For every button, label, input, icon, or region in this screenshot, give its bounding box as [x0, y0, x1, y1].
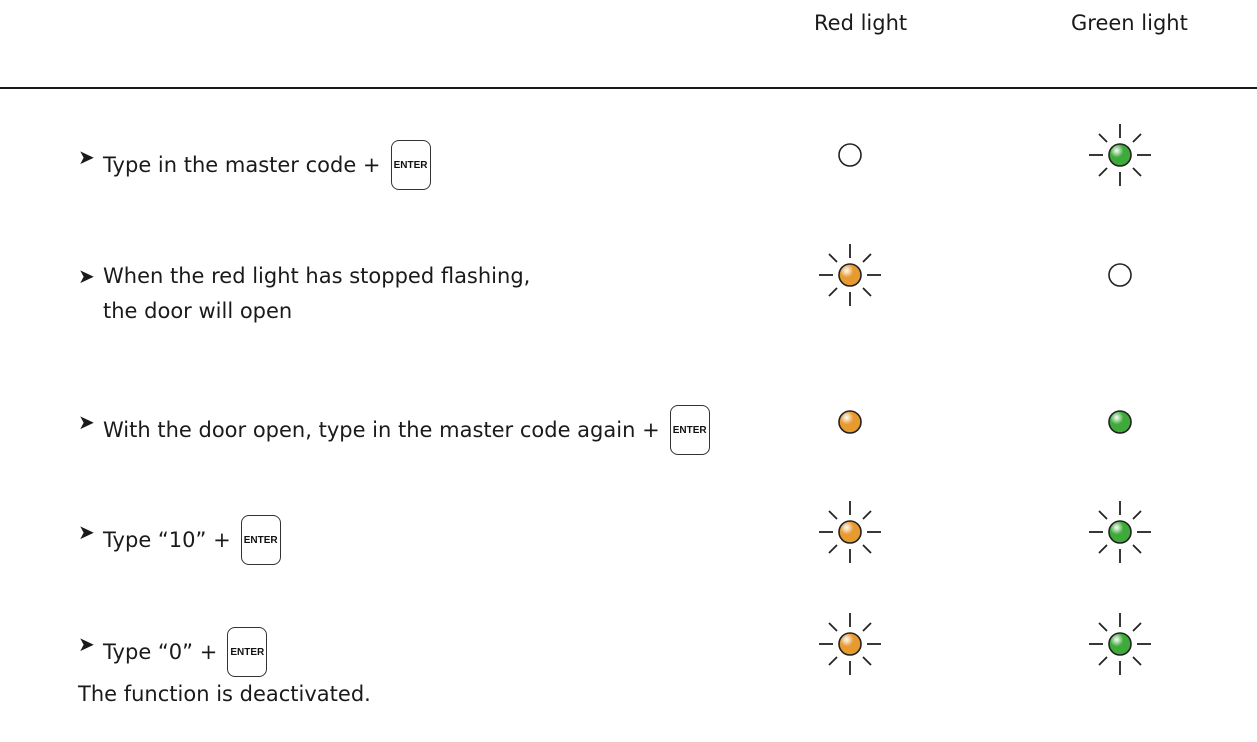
lamp-bulb	[838, 632, 862, 656]
lamp-bulb	[838, 263, 862, 287]
bullet-arrow: ➤	[78, 520, 95, 544]
instruction-row-1: Type in the master code + ENTER	[103, 140, 431, 190]
header-green-light: Green light	[1071, 11, 1188, 35]
lamp-ray	[1098, 167, 1108, 177]
bullet-arrow: ➤	[78, 632, 95, 656]
instruction-row-3: With the door open, type in the master c…	[103, 405, 710, 455]
instruction-text-line-2: The function is deactivated.	[78, 682, 371, 706]
lamp-bulb	[838, 410, 862, 434]
lamp-ray	[1132, 167, 1142, 177]
lamp-ray	[1132, 544, 1142, 554]
lamp-bulb	[1108, 410, 1132, 434]
instruction-text: Type in the master code +	[103, 152, 381, 177]
lamp-ray	[1132, 510, 1142, 520]
lamp-ray	[1132, 133, 1142, 143]
lamp-ray	[862, 622, 872, 632]
lamp-bulb	[1108, 632, 1132, 656]
lamp-bulb	[1108, 263, 1132, 287]
green-lamp-row-2	[1108, 263, 1132, 287]
lamp-ray	[1098, 656, 1108, 666]
instruction-text: Type “0” +	[103, 639, 218, 664]
instruction-text-line-2: the door will open	[103, 299, 293, 323]
enter-key-icon: ENTER	[669, 405, 710, 455]
lamp-ray	[862, 544, 872, 554]
lamp-ray	[1098, 544, 1108, 554]
green-lamp-row-1	[1089, 124, 1151, 186]
lamp-ray	[1098, 510, 1108, 520]
instruction-row-4: Type “10” + ENTER	[103, 515, 281, 565]
lamp-ray	[862, 287, 872, 297]
lamp-bulb	[1108, 520, 1132, 544]
bullet-arrow: ➤	[78, 145, 95, 169]
red-lamp-row-2	[819, 244, 881, 306]
lamp-ray	[1132, 656, 1142, 666]
enter-key-icon: ENTER	[240, 515, 281, 565]
lamp-ray	[1132, 622, 1142, 632]
lamp-bulb	[838, 520, 862, 544]
instruction-text: Type “10” +	[103, 527, 231, 552]
green-lamp-row-3	[1108, 410, 1132, 434]
lamp-ray	[1098, 622, 1108, 632]
instruction-text: With the door open, type in the master c…	[103, 417, 660, 442]
red-lamp-row-1	[838, 143, 862, 167]
green-lamp-row-5	[1089, 613, 1151, 675]
header-rule	[0, 87, 1257, 89]
instruction-row-2: When the red light has stopped flashing,…	[103, 259, 530, 329]
lamp-ray	[828, 656, 838, 666]
lamp-ray	[828, 253, 838, 263]
lamp-ray	[862, 656, 872, 666]
lamp-ray	[862, 253, 872, 263]
lamp-ray	[828, 287, 838, 297]
instruction-row-5: Type “0” + ENTER The function is deactiv…	[78, 627, 371, 712]
lamp-ray	[1098, 133, 1108, 143]
red-lamp-row-3	[838, 410, 862, 434]
enter-key-icon: ENTER	[390, 140, 431, 190]
lamp-bulb	[1108, 143, 1132, 167]
enter-key-icon: ENTER	[227, 627, 268, 677]
bullet-arrow: ➤	[78, 264, 95, 288]
red-lamp-row-4	[819, 501, 881, 563]
green-lamp-row-4	[1089, 501, 1151, 563]
lamp-ray	[828, 510, 838, 520]
bullet-arrow: ➤	[78, 410, 95, 434]
lamp-ray	[862, 510, 872, 520]
instruction-text-line-1: When the red light has stopped flashing,	[103, 264, 531, 288]
red-lamp-row-5	[819, 613, 881, 675]
header-red-light: Red light	[814, 11, 908, 35]
lamp-ray	[828, 622, 838, 632]
lamp-ray	[828, 544, 838, 554]
lamp-bulb	[838, 143, 862, 167]
